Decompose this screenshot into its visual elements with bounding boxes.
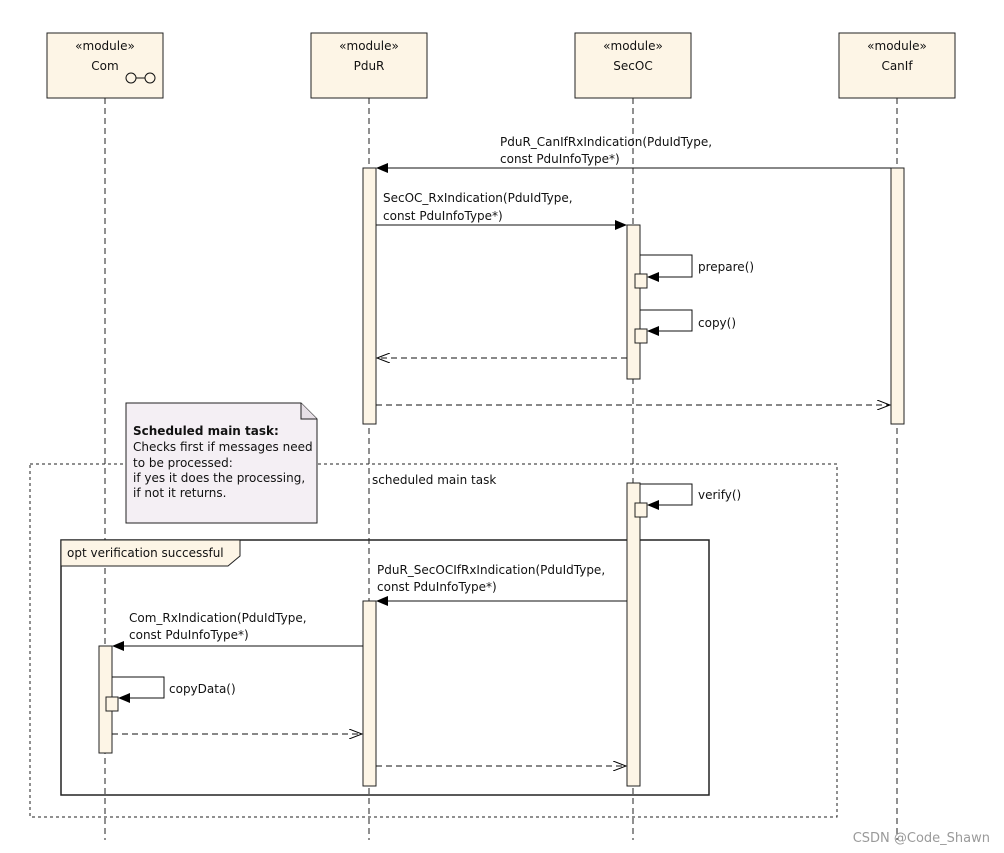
msg-verify	[640, 483, 693, 510]
pdur-name: PduR	[354, 59, 385, 73]
activation-prepare	[634, 273, 648, 289]
msg-copydata-label: copyData()	[169, 682, 236, 696]
lifeline-header-pdur: «module» PduR	[310, 32, 428, 99]
msg-canif-to-pdur-label-2: const PduInfoType*)	[500, 152, 620, 166]
msg-verify-label: verify()	[698, 488, 741, 502]
activation-verify	[634, 502, 648, 518]
activation-canif	[890, 167, 905, 425]
activation-copydata	[105, 696, 119, 712]
note-line-2: to be processed:	[133, 456, 233, 470]
opt-frame-label: opt verification successful	[67, 546, 224, 560]
note-line-3: if yes it does the processing,	[133, 471, 305, 485]
opt-frame	[60, 539, 710, 796]
activation-copy	[634, 328, 648, 344]
msg-copy-label: copy()	[698, 316, 736, 330]
lifeline-header-canif: «module» CanIf	[838, 32, 956, 99]
note-line-4: if not it returns.	[133, 486, 226, 500]
note-scheduled-main-task: Scheduled main task: Checks first if mes…	[125, 402, 318, 524]
lifeline-header-com: «module» Com	[46, 32, 164, 99]
activation-pdur-2	[362, 600, 377, 787]
note-title: Scheduled main task:	[133, 424, 279, 438]
secoc-name: SecOC	[613, 59, 652, 73]
opt-frame-tab	[60, 539, 241, 567]
msg-copy	[640, 309, 693, 336]
msg-prepare	[640, 254, 693, 282]
canif-stereotype: «module»	[867, 39, 927, 53]
note-line-1: Checks first if messages need	[133, 440, 313, 454]
scheduled-frame-label: scheduled main task	[372, 473, 496, 487]
activation-secoc-2	[626, 482, 641, 787]
msg-pdur-to-com-label-1: Com_RxIndication(PduIdType,	[129, 611, 307, 625]
msg-copydata	[112, 676, 165, 703]
activation-pdur-1	[362, 167, 377, 425]
pdur-stereotype: «module»	[339, 39, 399, 53]
com-name: Com	[91, 59, 118, 73]
secoc-stereotype: «module»	[603, 39, 663, 53]
scheduled-main-task-frame	[29, 463, 838, 818]
msg-pdur-to-secoc-label-1: SecOC_RxIndication(PduIdType,	[383, 191, 573, 205]
msg-secoc-to-pdur-label-2: const PduInfoType*)	[377, 580, 497, 594]
msg-pdur-to-com-label-2: const PduInfoType*)	[129, 628, 249, 642]
activation-secoc-1	[626, 224, 641, 380]
subsystem-icon	[125, 72, 156, 84]
msg-secoc-to-pdur-label-1: PduR_SecOCIfRxIndication(PduIdType,	[377, 563, 605, 577]
watermark: CSDN @Code_Shawn	[853, 831, 990, 846]
msg-canif-to-pdur-label-1: PduR_CanIfRxIndication(PduIdType,	[500, 135, 712, 149]
msg-prepare-label: prepare()	[698, 260, 754, 274]
com-stereotype: «module»	[75, 39, 135, 53]
canif-name: CanIf	[881, 59, 913, 73]
msg-pdur-to-secoc-label-2: const PduInfoType*)	[383, 209, 503, 223]
lifeline-header-secoc: «module» SecOC	[574, 32, 692, 99]
